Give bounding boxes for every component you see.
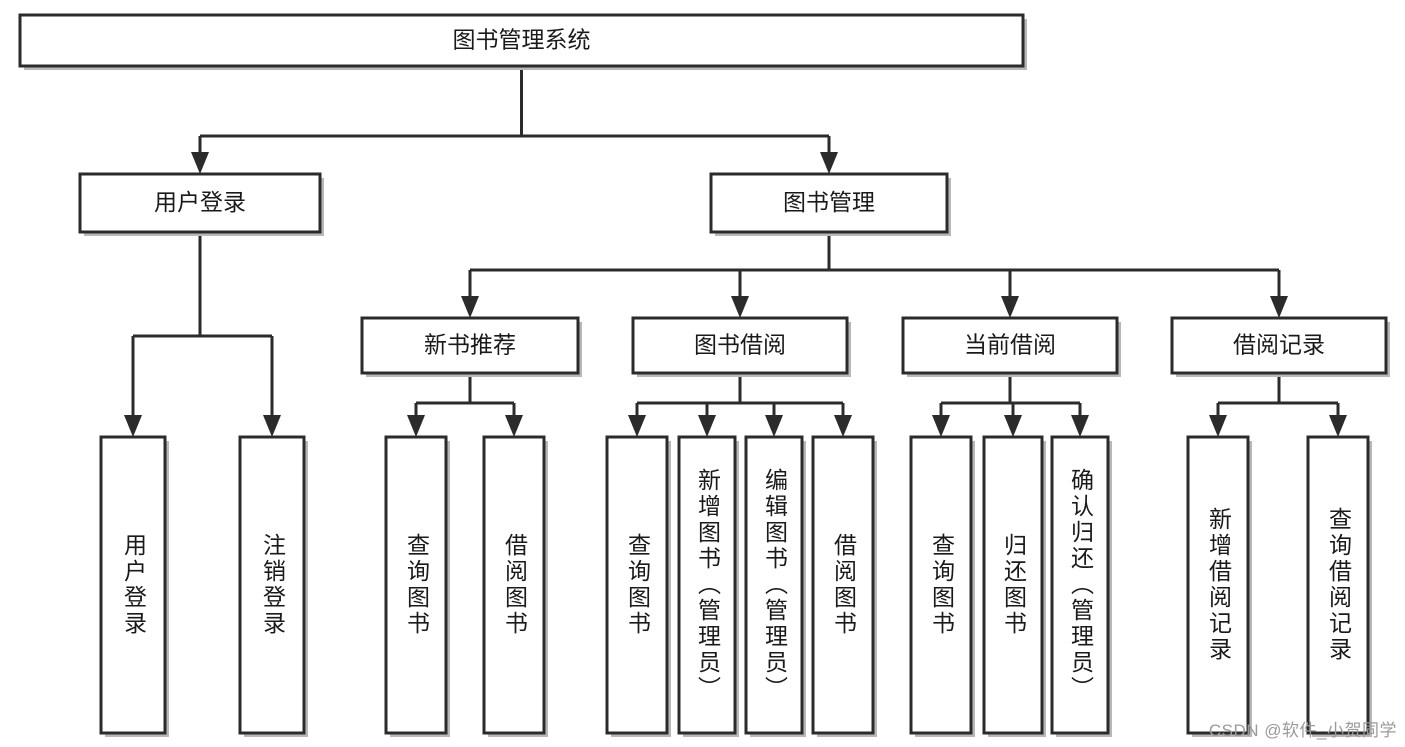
arrow-head-icon xyxy=(932,415,950,437)
node-book-manage[interactable] xyxy=(709,172,951,236)
node-leaf-add-book[interactable] xyxy=(677,435,739,737)
edge-group-user-login xyxy=(124,232,281,437)
arrow-head-icon xyxy=(698,415,716,437)
node-leaf-query-book-c[interactable] xyxy=(909,435,975,737)
edge-layer xyxy=(124,66,1347,437)
node-layer xyxy=(18,13,1390,737)
node-label-user-login: 用户登录 xyxy=(154,189,246,215)
arrow-head-icon xyxy=(263,415,281,437)
node-book-borrow[interactable] xyxy=(631,316,851,377)
arrow-head-icon xyxy=(1004,415,1022,437)
node-new-book-rec[interactable] xyxy=(360,316,582,377)
arrow-head-icon xyxy=(731,296,749,318)
node-root[interactable] xyxy=(18,13,1027,70)
node-leaf-logout[interactable] xyxy=(238,435,308,737)
node-leaf-query-book-a[interactable] xyxy=(384,435,450,737)
node-label-book-borrow: 图书借阅 xyxy=(694,332,786,358)
arrow-head-icon xyxy=(461,296,479,318)
node-leaf-add-record[interactable] xyxy=(1186,435,1252,737)
arrow-head-icon xyxy=(1071,415,1089,437)
edge-group-new-book-rec xyxy=(407,373,523,437)
arrow-head-icon xyxy=(407,415,425,437)
arrow-head-icon xyxy=(834,415,852,437)
edge-group-book-manage xyxy=(461,232,1288,318)
node-leaf-edit-book[interactable] xyxy=(744,435,806,737)
arrow-head-icon xyxy=(1329,415,1347,437)
arrow-head-icon xyxy=(124,415,142,437)
node-leaf-query-book-b[interactable] xyxy=(605,435,671,737)
arrow-head-icon xyxy=(628,415,646,437)
edge-group-borrow-record xyxy=(1209,373,1347,437)
node-label-root: 图书管理系统 xyxy=(453,27,591,53)
arrow-head-icon xyxy=(820,152,838,174)
edge-group-current-borrow xyxy=(932,373,1089,437)
node-leaf-confirm-return[interactable] xyxy=(1050,435,1112,737)
arrow-head-icon xyxy=(505,415,523,437)
node-leaf-borrow-book-b[interactable] xyxy=(811,435,877,737)
node-leaf-query-record[interactable] xyxy=(1306,435,1372,737)
node-borrow-record[interactable] xyxy=(1170,316,1390,377)
node-leaf-user-login[interactable] xyxy=(99,435,169,737)
watermark: CSDN @软件_小贺同学 xyxy=(1208,721,1397,740)
arrow-head-icon xyxy=(1001,296,1019,318)
node-leaf-return-book[interactable] xyxy=(982,435,1046,737)
edge-group-root xyxy=(191,66,838,174)
arrow-head-icon xyxy=(191,152,209,174)
arrow-head-icon xyxy=(765,415,783,437)
node-user-login[interactable] xyxy=(78,172,324,236)
node-label-borrow-record: 借阅记录 xyxy=(1233,332,1325,358)
node-label-new-book-rec: 新书推荐 xyxy=(424,332,516,358)
arrow-head-icon xyxy=(1209,415,1227,437)
node-label-current-borrow: 当前借阅 xyxy=(964,332,1056,358)
node-leaf-borrow-book-a[interactable] xyxy=(482,435,548,737)
arrow-head-icon xyxy=(1270,296,1288,318)
node-current-borrow[interactable] xyxy=(901,316,1121,377)
node-label-book-manage: 图书管理 xyxy=(783,189,875,215)
edge-group-book-borrow xyxy=(628,373,852,437)
